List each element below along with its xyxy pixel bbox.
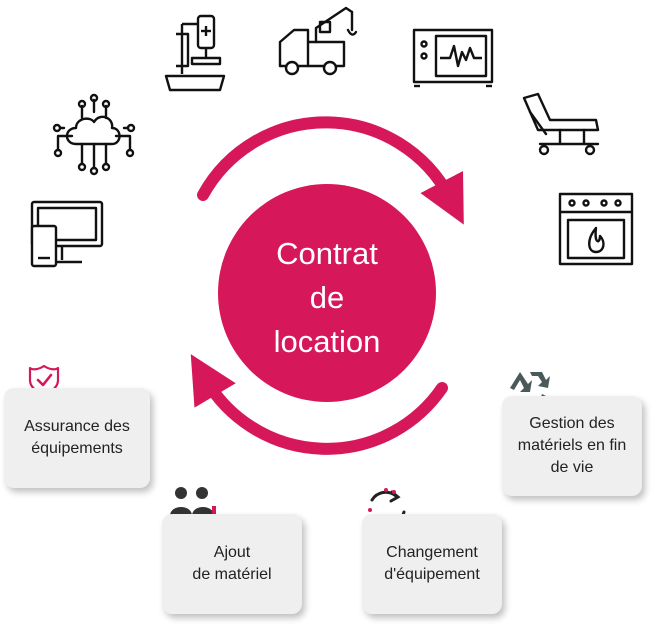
crane-truck-icon <box>278 6 358 76</box>
oscilloscope-icon <box>412 28 494 88</box>
card-assurance: Assurance des équipements <box>4 388 150 488</box>
card-ajout-line2: de matériel <box>192 566 272 583</box>
card-changement-line1: Changement <box>386 544 478 561</box>
card-ajout-line1: Ajout <box>213 544 251 561</box>
card-gestion-line2: matériels en fin <box>517 437 627 454</box>
oven-icon <box>558 192 634 266</box>
card-gestion: Gestion des matériels en fin de vie <box>502 396 642 496</box>
card-changement-line2: d'équipement <box>384 566 480 583</box>
card-assurance-line1: Assurance des <box>24 418 130 435</box>
top-cycle-arrow <box>197 116 464 225</box>
bottom-cycle-arrow <box>190 354 448 455</box>
card-gestion-line3: de vie <box>550 459 594 476</box>
card-gestion-line1: Gestion des <box>529 415 615 432</box>
center-title: Contrat de location <box>218 232 436 364</box>
center-title-line3: location <box>273 324 381 359</box>
center-title-line2: de <box>309 280 345 315</box>
cloud-network-icon <box>52 93 136 176</box>
microscope-icon <box>164 14 226 92</box>
hospital-bed-icon <box>522 92 600 156</box>
center-circle <box>218 184 436 402</box>
center-title-line1: Contrat <box>276 236 378 271</box>
card-changement: Changement d'équipement <box>362 514 502 614</box>
card-ajout: Ajout de matériel <box>162 514 302 614</box>
computer-devices-icon <box>30 200 104 268</box>
card-assurance-line2: équipements <box>31 440 123 457</box>
